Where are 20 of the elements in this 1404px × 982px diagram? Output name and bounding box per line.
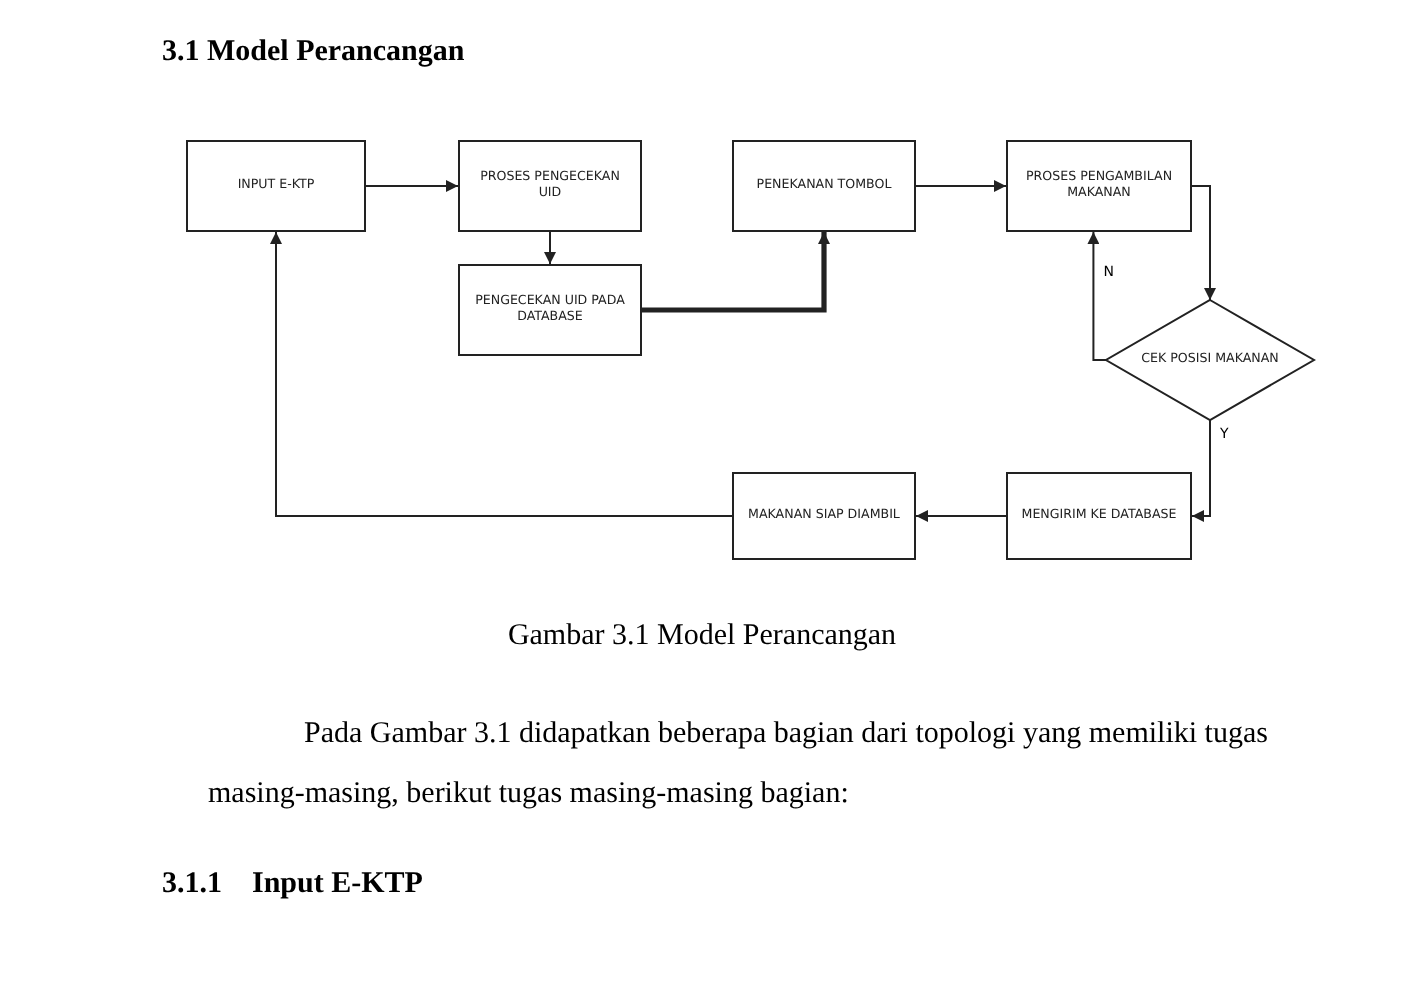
arrow xyxy=(642,232,830,313)
subsection-heading: 3.1.1 Input E-KTP xyxy=(162,868,425,902)
process-box xyxy=(732,140,916,232)
process-box xyxy=(186,140,366,232)
process-box xyxy=(1006,472,1192,560)
arrow xyxy=(1087,231,1107,361)
section-heading: 3.1 Model Perancangan xyxy=(162,36,465,70)
arrow xyxy=(365,180,459,192)
arrow xyxy=(270,231,733,517)
arrow xyxy=(1191,419,1211,522)
process-box xyxy=(732,472,916,560)
arrow xyxy=(915,510,1007,522)
process-box xyxy=(458,140,642,232)
figure-caption: Gambar 3.1 Model Perancangan xyxy=(505,620,899,654)
arrow xyxy=(1191,185,1216,301)
arrow xyxy=(544,231,556,265)
body-paragraph: Pada Gambar 3.1 didapatkan beberapa bagian dari topologi yang memiliki tugas masing-masing, berikut tugas masing-masing bagian: xyxy=(208,716,1270,814)
process-box xyxy=(1006,140,1192,232)
process-box xyxy=(458,264,642,356)
arrow xyxy=(915,180,1007,192)
